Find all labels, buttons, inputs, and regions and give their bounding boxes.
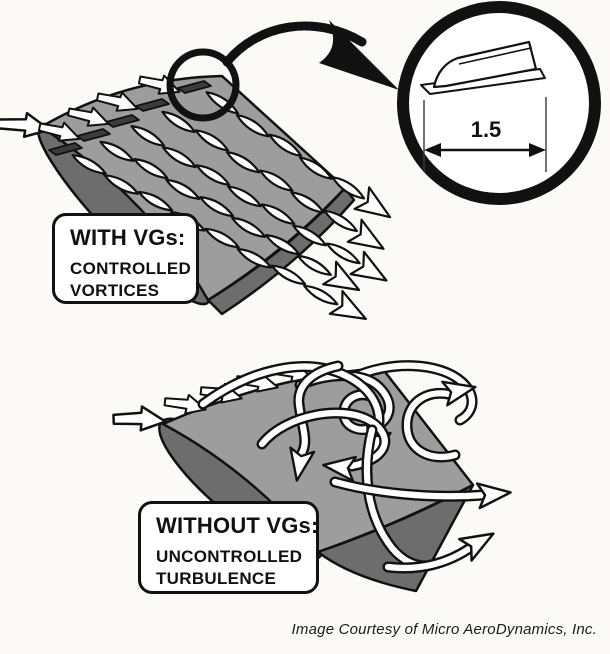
dimension-arrow [424, 143, 546, 157]
turbulence-ribbon [403, 390, 459, 461]
without-vgs-title: WITHOUT VGs: [156, 513, 319, 538]
callout-arrowhead-icon [319, 20, 399, 90]
callout-arrow [222, 20, 399, 90]
dimension-arrowhead-right-icon [529, 143, 546, 157]
wing-top-surface [39, 74, 347, 302]
without-vgs-label: WITHOUT VGs: UNCONTROLLED TURBULENCE [138, 501, 319, 594]
with-vgs-line2: VORTICES [70, 281, 160, 301]
inset-circle [397, 1, 601, 205]
turbulence-ribbon [295, 362, 342, 457]
airfoil-without-vgs [110, 356, 514, 593]
turbulence-ribbon [331, 478, 488, 500]
turbulence-ribbons [197, 360, 514, 574]
turbulence-ribbon [348, 362, 475, 424]
with-vgs-label: WITH VGs: CONTROLLED VORTICES [52, 213, 199, 304]
callout-arrow-shaft [222, 21, 367, 67]
without-vgs-line1: UNCONTROLLED [156, 547, 303, 566]
turbulence-ribbon [199, 363, 383, 437]
dimension-label: 1.5 [470, 117, 502, 142]
turbulence-ribbon [384, 544, 474, 572]
image-credit: Image Courtesy of Micro AeroDynamics, In… [291, 621, 597, 638]
wing-trailing-face [316, 483, 475, 593]
dimension-arrowhead-left-icon [424, 143, 441, 157]
highlight-circle [166, 48, 240, 122]
dimension-extension-lines [423, 97, 547, 172]
with-vgs-title: WITH VGs: [70, 225, 186, 250]
vg-fin-edge-line [458, 41, 533, 65]
vg-detail-inset [397, 1, 601, 205]
without-vgs-line2: TURBULENCE [156, 569, 277, 589]
with-vgs-line1: CONTROLLED [70, 259, 192, 278]
turbulence-ribbon [258, 409, 388, 470]
